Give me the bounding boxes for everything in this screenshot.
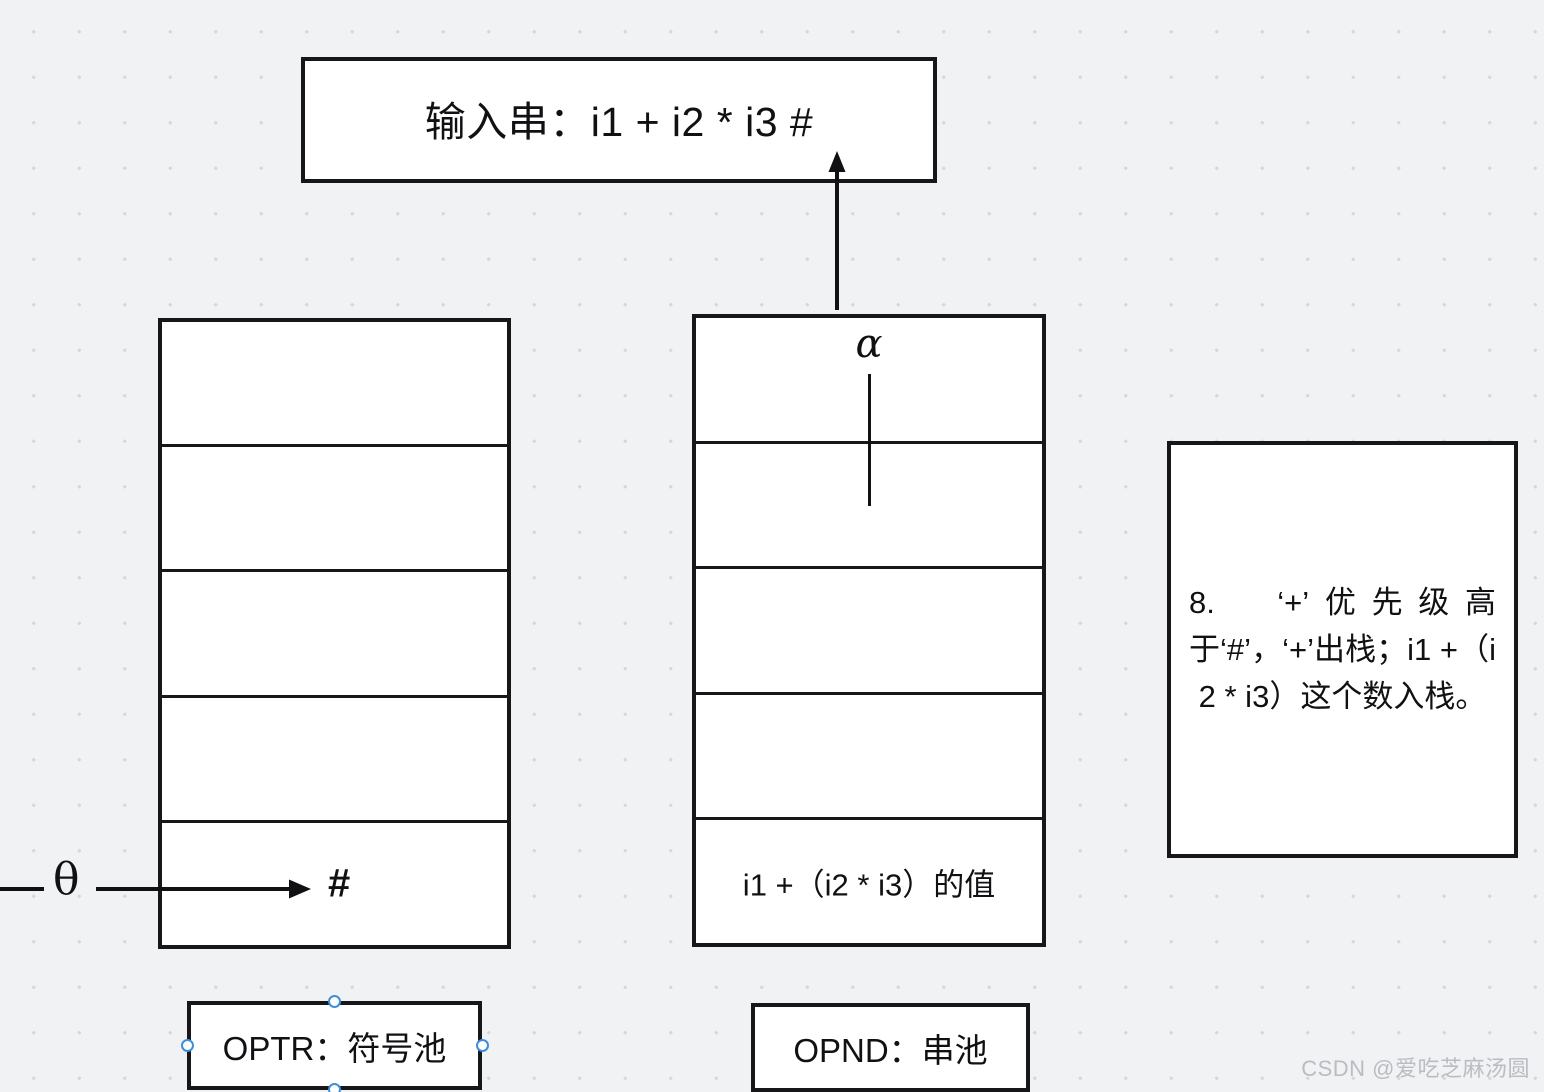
- theta-pointer-arrow: [0, 879, 311, 899]
- annotation-text: 8. ‘+’优先级高于‘#’，‘+’出栈；i1 +（i2 * i3）这个数入栈。: [1189, 584, 1496, 715]
- opnd-to-input-arrow: [828, 151, 846, 310]
- selection-handle-right[interactable]: [476, 1039, 489, 1052]
- optr-bottom-symbol: #: [328, 861, 351, 906]
- optr-cell-5[interactable]: [162, 322, 507, 448]
- optr-stack[interactable]: #: [158, 318, 511, 949]
- alpha-label: α: [855, 321, 883, 367]
- opnd-cell-4[interactable]: [696, 444, 1042, 570]
- selection-handle-bottom[interactable]: [328, 1083, 341, 1092]
- opnd-cell-1[interactable]: i1 +（i2 * i3）的值: [696, 820, 1042, 943]
- input-string-label: 输入串：i1 + i2 * i3 #: [424, 99, 814, 145]
- optr-cell-2[interactable]: [162, 698, 507, 823]
- theta-label: θ: [53, 854, 80, 905]
- optr-caption-box[interactable]: OPTR：符号池: [187, 1001, 482, 1090]
- selection-handle-top[interactable]: [328, 995, 341, 1008]
- opnd-cell-5[interactable]: α: [696, 318, 1042, 506]
- opnd-caption-label: OPND：串池: [793, 1031, 988, 1069]
- opnd-caption-box[interactable]: OPND：串池: [751, 1003, 1030, 1092]
- annotation-note[interactable]: 8. ‘+’优先级高于‘#’，‘+’出栈；i1 +（i2 * i3）这个数入栈。: [1167, 441, 1518, 858]
- opnd-cell-3[interactable]: [696, 569, 1042, 695]
- csdn-watermark: CSDN @爱吃芝麻汤圆: [1301, 1056, 1530, 1081]
- optr-cell-1[interactable]: #: [162, 823, 507, 945]
- opnd-cell-2[interactable]: [696, 695, 1042, 821]
- optr-caption-label: OPTR：符号池: [222, 1029, 447, 1067]
- selection-handle-left[interactable]: [181, 1039, 194, 1052]
- optr-cell-3[interactable]: [162, 572, 507, 698]
- alpha-tick-mark: [868, 374, 871, 506]
- opnd-stack[interactable]: α i1 +（i2 * i3）的值: [692, 314, 1046, 947]
- opnd-bottom-value: i1 +（i2 * i3）的值: [742, 867, 996, 903]
- optr-cell-4[interactable]: [162, 447, 507, 573]
- input-string-box[interactable]: 输入串：i1 + i2 * i3 #: [301, 57, 937, 183]
